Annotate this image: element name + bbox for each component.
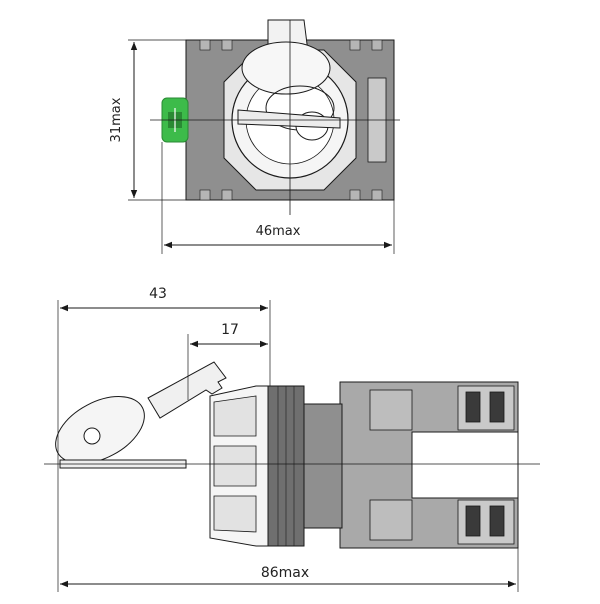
dimension-height: 31max <box>109 39 186 201</box>
side-view <box>44 361 540 549</box>
threaded-ring-ridges <box>277 386 295 546</box>
front-body-notches <box>199 39 383 201</box>
dimension-total-length: 86max <box>57 430 519 592</box>
dimension-total-length-label: 86max <box>261 565 309 581</box>
dimension-key-extension: 43 <box>57 286 271 430</box>
dimension-head-depth-label: 17 <box>221 322 239 338</box>
dimension-head-depth: 17 <box>187 322 268 400</box>
key-icon <box>237 19 341 141</box>
contact-block-channel <box>411 431 519 499</box>
mounting-collar <box>301 403 343 529</box>
dimension-width-label: 46max <box>256 224 301 239</box>
dimension-height-label: 31max <box>109 97 124 142</box>
contact-lower <box>369 499 515 545</box>
key-icon <box>55 361 227 469</box>
dimension-key-extension-label: 43 <box>149 286 167 302</box>
dimension-width: 46max <box>161 142 395 254</box>
contact-upper <box>369 385 515 431</box>
knob-head-ribs <box>213 395 257 533</box>
front-view <box>150 19 400 215</box>
